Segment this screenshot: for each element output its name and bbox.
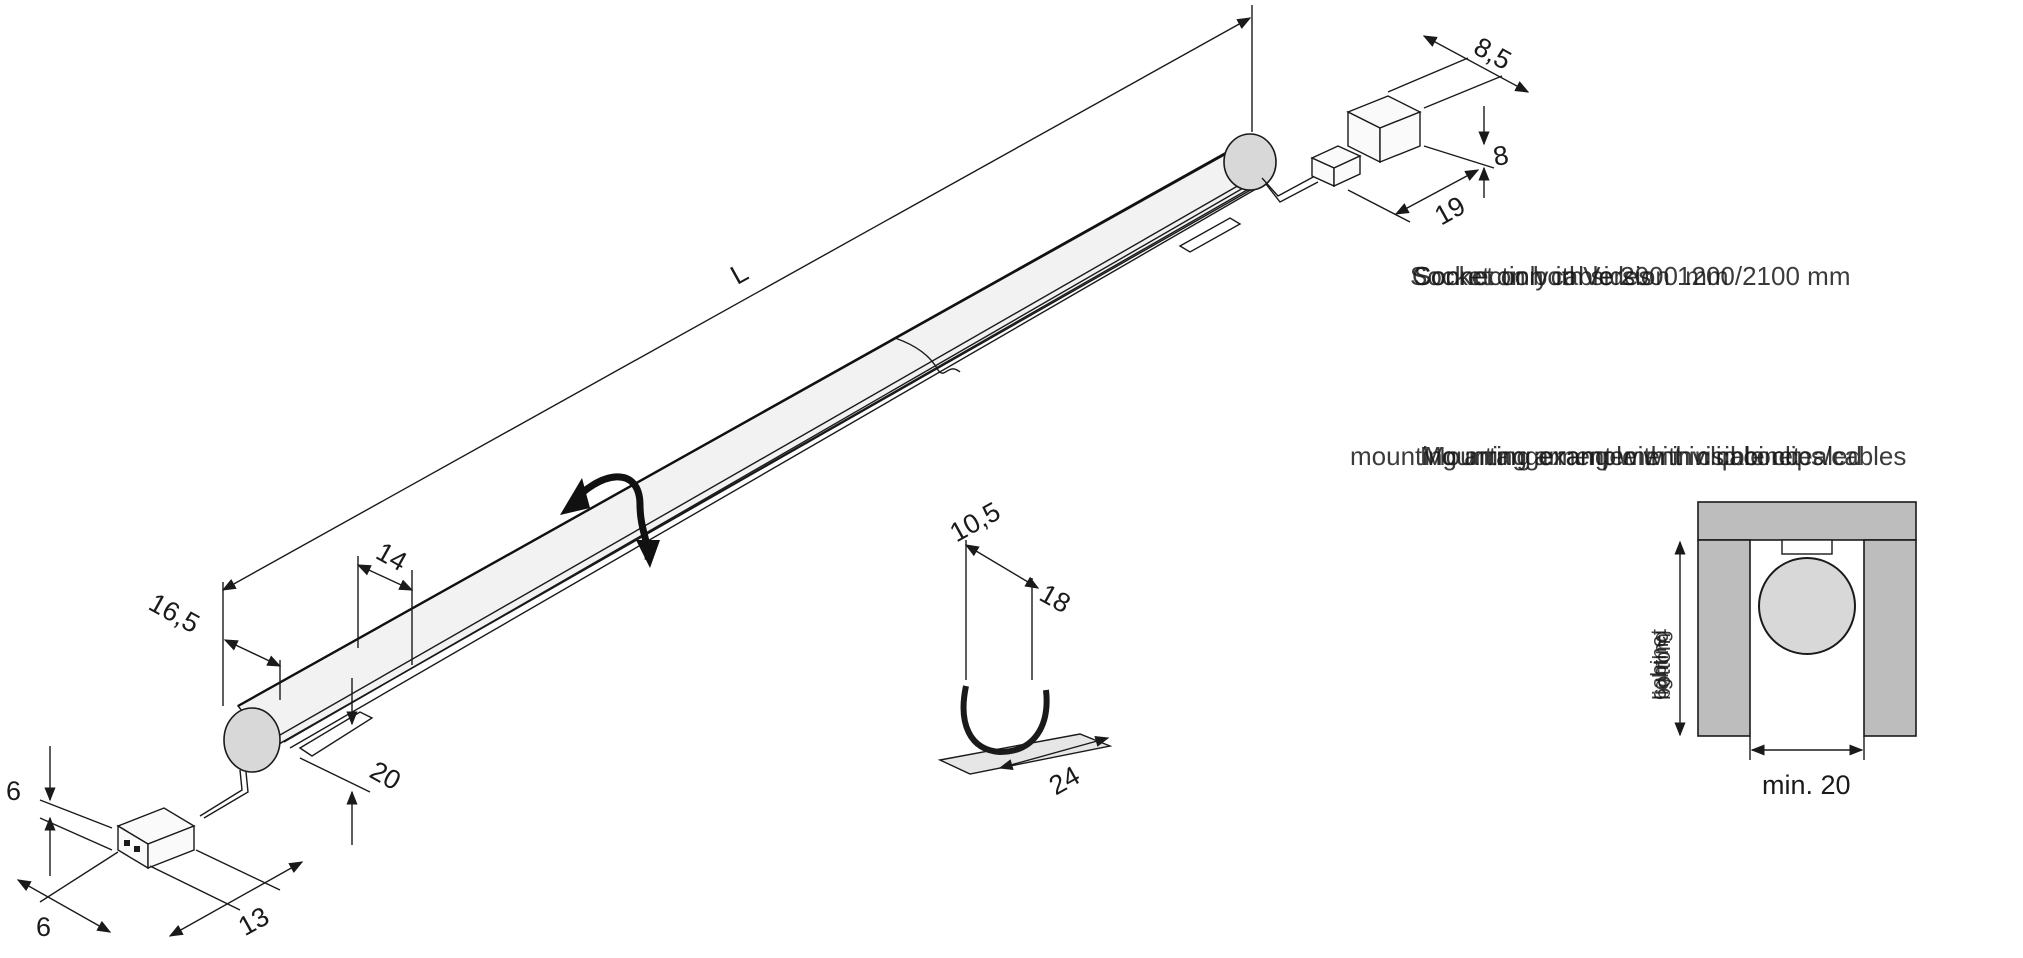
tube-rib-1 [279, 171, 1263, 736]
led-tube [223, 133, 1277, 773]
clip-base-plate [937, 733, 1113, 775]
cabinet-label-3: bottom [1650, 633, 1675, 700]
tube-clip-left [298, 711, 374, 757]
dimension-lines [16, 5, 1530, 937]
mounting-clip-top [1781, 539, 1833, 555]
socket-length-label: 19 [1429, 190, 1470, 231]
rotation-arrow-head-top [560, 478, 590, 515]
clip-offset-label: 20 [365, 755, 406, 796]
cap-diameter-line [223, 639, 282, 667]
left-cable-2 [203, 771, 249, 819]
plug-length-ext-1 [149, 865, 241, 911]
plug-height-label: 6 [6, 776, 21, 806]
plug-pin-2 [134, 846, 140, 852]
plug-side [147, 824, 195, 870]
clip-base-label: 24 [1044, 760, 1085, 801]
length-label: L [726, 257, 754, 291]
tube-cross-section [1758, 557, 1856, 655]
right-cable-2 [1265, 181, 1319, 203]
socket-height-label: 8 [1491, 140, 1511, 172]
niche-min-width-label: min. 20 [1762, 770, 1851, 800]
cabinet-label-1: cabinet [1646, 629, 1671, 700]
socket-length-line [1394, 169, 1480, 215]
socket-width-ext-2 [1423, 75, 1503, 109]
plug-length-line [168, 861, 304, 937]
plug-width-line [16, 879, 112, 933]
socket-height-ext [1423, 145, 1495, 169]
socket-width-line [1422, 35, 1530, 93]
socket-width-ext-1 [1387, 57, 1469, 93]
plug-length-ext-2 [195, 849, 281, 891]
plug-width-label: 6 [36, 912, 51, 942]
plug-pin-1 [124, 840, 130, 846]
plug-width-ext [39, 851, 119, 903]
tube-body [236, 147, 1270, 749]
connection-note-2: Connection cable 2000 mm [1412, 261, 1729, 291]
clip-top-width-line [964, 544, 1040, 589]
plug-length-label: 13 [233, 901, 274, 942]
tube-offset-label: 14 [371, 536, 412, 577]
socket-length-ext [1347, 189, 1411, 223]
mounting-notes: mounting arrangement with invisible clip… [1350, 441, 1906, 471]
mounting-note-1: mounting arrangement with invisible clip… [1350, 441, 1906, 471]
right-socket-assembly [1261, 95, 1422, 203]
clip-base-line [998, 735, 1110, 771]
connection-note-3: Socket only in Version 1200/2100 mm [1414, 261, 1850, 291]
left-cable [199, 769, 243, 817]
tube-rib-2 [283, 175, 1265, 743]
mounting-note-2: Mounting arrangement in cabinet [1420, 441, 1801, 471]
left-plug-assembly [116, 769, 249, 870]
socket-width-label: 8,5 [1469, 31, 1516, 75]
connection-notes: Socket on both sides Connection cable 20… [1410, 261, 1850, 291]
cabinet-left-wall [1697, 539, 1751, 737]
cabinet-right-wall [1863, 539, 1917, 737]
clip-inner [974, 687, 1038, 744]
clip-detail [937, 540, 1113, 775]
clip-height-label: 18 [1035, 578, 1076, 619]
right-end-cap [1223, 133, 1277, 191]
cabinet-section [1674, 501, 1917, 760]
right-cable [1261, 175, 1316, 197]
cabinet-vertical-labels: cabinet lighting bottom [1646, 629, 1675, 700]
cabinet-label-2: lighting [1648, 630, 1673, 700]
offset-20-extension [299, 757, 371, 793]
offset-14-line [356, 564, 414, 591]
cabinet-top [1697, 501, 1917, 541]
socket-small-side [1333, 154, 1361, 188]
plug-height-ext-2 [39, 817, 113, 851]
length-dimension-line [221, 17, 1252, 591]
mounting-note-3: Mounting example with clip concealed [1424, 441, 1862, 471]
tube-rib-3 [289, 181, 1269, 749]
cap-diameter-label: 16,5 [144, 587, 205, 639]
connection-note-1: Socket on both sides [1410, 261, 1651, 291]
left-end-cap [223, 707, 281, 773]
rotation-arrow-head-bottom [636, 540, 660, 568]
clip-top-width-label: 10,5 [945, 496, 1006, 548]
tube-top-edge [237, 143, 1241, 708]
socket-big-side [1379, 110, 1421, 164]
plug-height-ext-1 [39, 799, 113, 829]
